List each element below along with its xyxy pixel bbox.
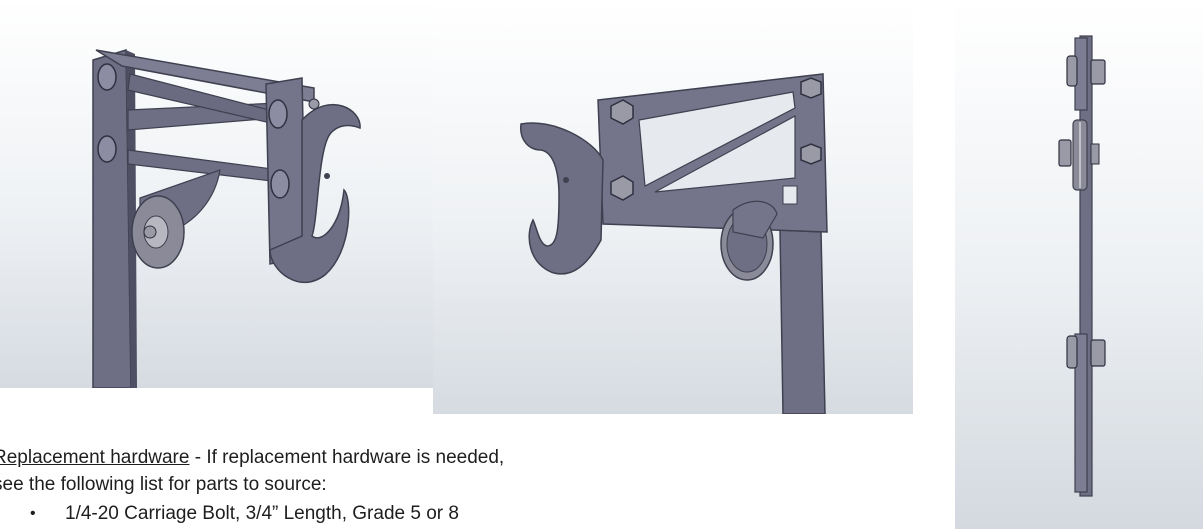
side-view <box>955 0 1203 529</box>
replacement-hardware-heading: Replacement hardware <box>0 447 190 468</box>
list-item-text: 1/4-20 Carriage Bolt, 3/4” Length, Grade… <box>65 503 459 524</box>
replacement-hardware-section: Replacement hardware - If replacement ha… <box>0 444 533 524</box>
hook-bracket-render-rear <box>433 0 913 414</box>
instruction-line: see the following list for parts to sour… <box>0 474 327 495</box>
front-isometric-view <box>0 0 433 388</box>
hook-bracket-render-front <box>0 0 433 388</box>
hook-bracket-side-render <box>955 0 1203 529</box>
rear-isometric-view <box>433 0 913 414</box>
bullet-icon: • <box>30 505 36 522</box>
heading-rest: - If replacement hardware is needed, <box>189 447 505 468</box>
heading-line: Replacement hardware - If replacement ha… <box>0 444 533 471</box>
